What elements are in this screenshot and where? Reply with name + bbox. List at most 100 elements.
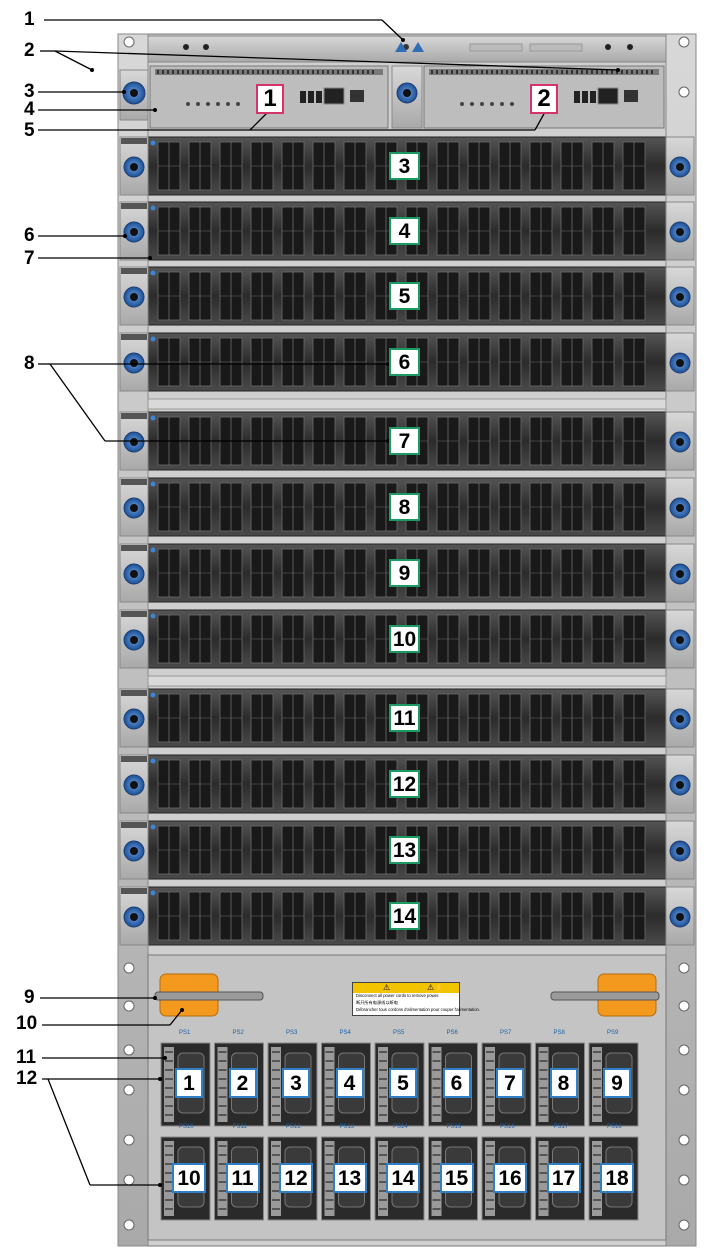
leader-arrowhead <box>180 1008 184 1012</box>
vent-slot <box>327 70 329 74</box>
psu-grip <box>272 1096 280 1098</box>
fabric-separator <box>147 675 667 687</box>
status-led <box>150 824 156 830</box>
psu-grip <box>165 1145 173 1147</box>
psu-grip <box>432 1087 441 1089</box>
psu-grip <box>593 1208 601 1210</box>
captive-screw-center <box>676 636 684 644</box>
psu-grip <box>165 1069 173 1071</box>
leader-arrowhead <box>123 234 127 238</box>
captive-screw-center <box>676 163 684 171</box>
linecard-slot-number: 12 <box>389 770 420 798</box>
psu-latch <box>271 1047 281 1122</box>
ethernet-port <box>597 87 619 105</box>
psu-grip <box>486 1051 494 1053</box>
captive-screw-center <box>130 163 138 171</box>
psu-grip <box>272 1199 280 1201</box>
psu-latch <box>431 1141 442 1216</box>
captive-screw-center <box>130 781 138 789</box>
psu-grip <box>272 1078 280 1080</box>
psu-label: PS1 <box>179 1030 191 1036</box>
psu-slot-number: 6 <box>442 1068 471 1098</box>
psu-grip <box>432 1199 441 1201</box>
captive-screw-center <box>130 359 138 367</box>
vent-slot <box>197 70 199 74</box>
psu-grip <box>218 1114 227 1116</box>
vent-slot <box>312 70 314 74</box>
vent-slot <box>576 70 578 74</box>
usb-port <box>308 91 314 103</box>
vent-slot <box>511 70 513 74</box>
bezel-screw <box>183 44 189 50</box>
vent-slot <box>501 70 503 74</box>
vent-slot <box>431 70 433 74</box>
psu-label: PS13 <box>339 1124 355 1130</box>
vent-slot <box>222 70 224 74</box>
supervisor-led <box>226 102 230 106</box>
vent-slot <box>217 70 219 74</box>
psu-grip <box>593 1078 601 1080</box>
psu-grip <box>539 1051 548 1053</box>
psu-label: PS14 <box>393 1124 408 1130</box>
psu-grip <box>165 1105 173 1107</box>
vent-slot <box>342 70 344 74</box>
psu-grip <box>165 1087 173 1089</box>
psu-slot-number: 14 <box>386 1163 420 1193</box>
psu-slot-number: 15 <box>439 1163 474 1193</box>
psu-latch <box>538 1141 549 1216</box>
vent-slot <box>496 70 498 74</box>
psu-grip <box>486 1181 494 1183</box>
callout-number: 11 <box>16 1047 37 1068</box>
psu-latch <box>592 1141 602 1216</box>
captive-screw-center <box>130 913 138 921</box>
vent-slot <box>446 70 448 74</box>
status-led <box>150 140 156 146</box>
psu-grip <box>539 1114 548 1116</box>
leader-arrowhead <box>401 38 405 42</box>
bezel-screw <box>203 44 209 50</box>
psu-grip <box>325 1096 334 1098</box>
linecard-label-strip <box>121 268 147 274</box>
vent-slot <box>357 70 359 74</box>
psu-grip <box>379 1208 387 1210</box>
mount-hole-left <box>123 36 135 48</box>
usb-port <box>590 91 596 103</box>
callout-number: 3 <box>24 81 35 102</box>
callout-number: 2 <box>24 40 35 61</box>
psu-latch <box>217 1141 228 1216</box>
status-led <box>150 547 156 553</box>
psu-grip <box>165 1181 173 1183</box>
psu-grip <box>165 1190 173 1192</box>
vent-slot <box>302 70 304 74</box>
psu-label: PS18 <box>607 1124 622 1130</box>
psu-grip <box>325 1051 334 1053</box>
psu-grip <box>272 1181 280 1183</box>
captive-screw-center <box>676 847 684 855</box>
management-port <box>624 90 638 102</box>
captive-screw-center <box>676 715 684 723</box>
mount-hole-right <box>678 86 690 98</box>
psu-grip <box>272 1051 280 1053</box>
psu-grip <box>486 1199 494 1201</box>
psu-grip <box>165 1060 173 1062</box>
psu-grip <box>539 1087 548 1089</box>
usb-port <box>582 91 588 103</box>
psu-grip <box>272 1163 280 1165</box>
psu-grip <box>325 1163 334 1165</box>
vent-slot <box>232 70 234 74</box>
vent-slot <box>167 70 169 74</box>
psu-grip <box>432 1078 441 1080</box>
vent-slot <box>626 70 628 74</box>
psu-grip <box>218 1069 227 1071</box>
vent-slot <box>242 70 244 74</box>
psu-grip <box>218 1105 227 1107</box>
psu-grip <box>325 1114 334 1116</box>
linecard-label-strip <box>121 413 147 419</box>
psu-grip <box>165 1172 173 1174</box>
vent-slot <box>292 70 294 74</box>
vent-slot <box>182 70 184 74</box>
psu-grip <box>272 1154 280 1156</box>
supervisor-led <box>206 102 210 106</box>
psu-grip <box>539 1154 548 1156</box>
usb-port <box>300 91 306 103</box>
